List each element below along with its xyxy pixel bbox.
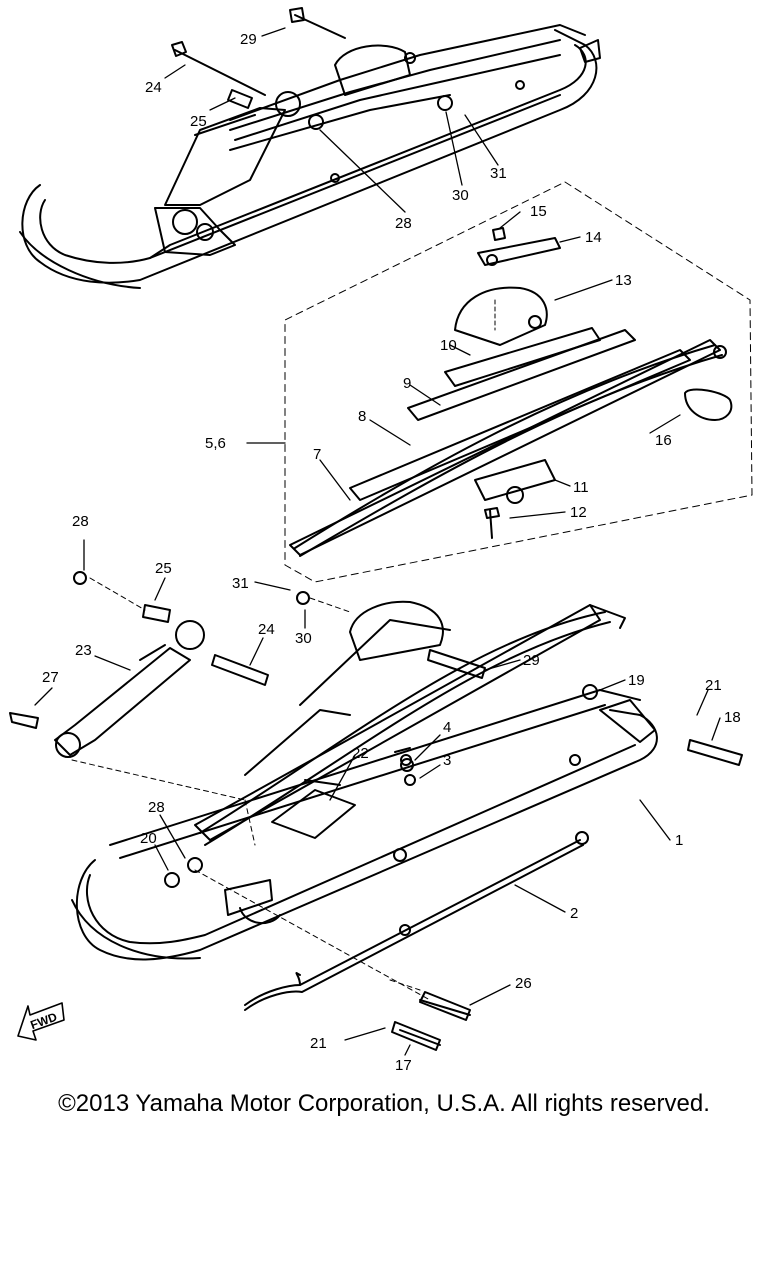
callout-30b: 30 [295, 630, 312, 647]
upper-ski-assembly [19, 7, 601, 289]
callout-27: 27 [42, 669, 59, 686]
callout-24b: 24 [258, 621, 275, 638]
callout-21b: 21 [310, 1035, 327, 1052]
callout-31b: 31 [232, 575, 249, 592]
callout-5-6: 5,6 [205, 435, 226, 452]
callout-19: 19 [628, 672, 645, 689]
callout-12: 12 [570, 504, 587, 521]
callout-14: 14 [585, 229, 602, 246]
callout-20: 20 [140, 830, 157, 847]
callout-21: 21 [705, 677, 722, 694]
callout-29: 29 [240, 31, 257, 48]
callout-1: 1 [675, 832, 683, 849]
exploded-view-boundary [284, 181, 753, 583]
callout-30: 30 [452, 187, 469, 204]
callout-24: 24 [145, 79, 162, 96]
parts-exploded-diagram: 29 24 25 28 30 31 15 14 13 10 9 8 16 5,6… [9, 7, 753, 1074]
callout-2: 2 [570, 905, 578, 922]
fwd-arrow [17, 1002, 65, 1041]
callout-4: 4 [443, 719, 451, 736]
callout-22: 22 [352, 745, 369, 762]
callout-8: 8 [358, 408, 366, 425]
callout-15: 15 [530, 203, 547, 220]
callout-10: 10 [440, 337, 457, 354]
callout-3: 3 [443, 752, 451, 769]
callout-18: 18 [724, 709, 741, 726]
callout-23: 23 [75, 642, 92, 659]
callout-7: 7 [313, 446, 321, 463]
callout-28c: 28 [148, 799, 165, 816]
callout-28b: 28 [72, 513, 89, 530]
callout-9: 9 [403, 375, 411, 392]
callout-13: 13 [615, 272, 632, 289]
callout-29b: 29 [523, 652, 540, 669]
callout-labels: 29 24 25 28 30 31 15 14 13 10 9 8 16 5,6… [28, 31, 740, 1074]
callout-17: 17 [395, 1057, 412, 1074]
callout-11: 11 [573, 479, 589, 496]
callout-31: 31 [490, 165, 507, 182]
callout-26: 26 [515, 975, 532, 992]
callout-16: 16 [655, 432, 672, 449]
copyright-notice: ©2013 Yamaha Motor Corporation, U.S.A. A… [58, 1090, 710, 1117]
lower-spring-assembly [194, 600, 626, 846]
shock-absorber [9, 571, 269, 758]
leaf-spring-stack [289, 227, 733, 557]
callout-25b: 25 [155, 560, 172, 577]
callout-28: 28 [395, 215, 412, 232]
callout-25: 25 [190, 113, 207, 130]
